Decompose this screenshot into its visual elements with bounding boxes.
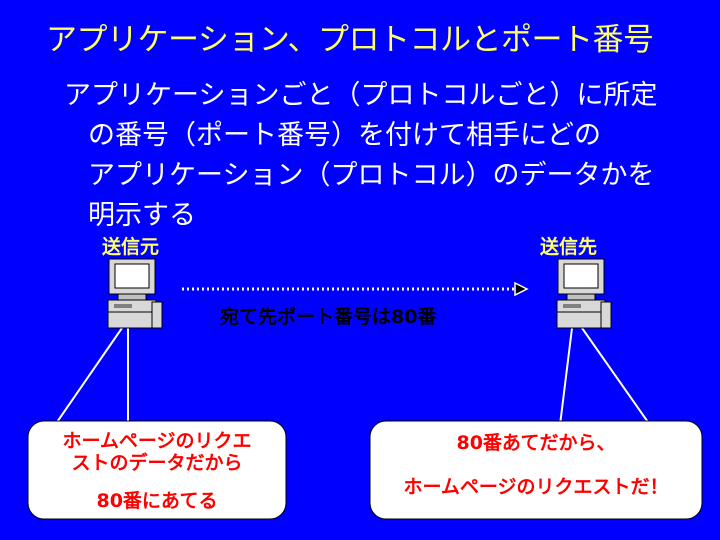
slide-title: アプリケーション、プロトコルとポート番号 bbox=[46, 22, 654, 58]
transfer-arrow-head bbox=[514, 281, 529, 297]
body-text: アプリケーションごと（プロトコルごと）に所定 の番号（ポート番号）を付けて相手に… bbox=[64, 76, 714, 236]
sender-computer-icon bbox=[107, 258, 163, 329]
left-bubble-line-1: ホームページのリクエ bbox=[62, 430, 252, 452]
left-bubble-text: ホームページのリクエ ストのデータだから 80番にあてる bbox=[28, 430, 286, 512]
right-callout-bubble bbox=[369, 420, 703, 520]
right-callout-line-a bbox=[559, 327, 573, 426]
body-line-1: アプリケーションごと（プロトコルごと）に所定 bbox=[64, 80, 658, 111]
body-line-2: の番号（ポート番号）を付けて相手にどの bbox=[88, 120, 601, 151]
sender-label: 送信元 bbox=[102, 236, 160, 258]
receiver-label: 送信先 bbox=[540, 236, 598, 258]
arrow-label: 宛て先ポート番号は80番 bbox=[220, 306, 437, 328]
right-bubble-text: 80番あてだから、 ホームページのリクエストだ！ bbox=[370, 432, 702, 498]
right-callout-line-b bbox=[581, 327, 651, 426]
right-bubble-line-2: ホームページのリクエストだ！ bbox=[403, 476, 669, 498]
left-bubble-line-3: 80番にあてる bbox=[96, 490, 218, 512]
left-bubble-line-2: ストのデータだから bbox=[71, 452, 243, 474]
body-line-3: アプリケーション（プロトコル）のデータかを bbox=[88, 160, 655, 191]
left-callout-bubble bbox=[27, 420, 287, 520]
left-callout-line-a bbox=[54, 327, 123, 426]
receiver-computer-icon bbox=[556, 258, 612, 329]
right-bubble-line-1: 80番あてだから、 bbox=[456, 432, 616, 454]
body-line-4: 明示する bbox=[88, 200, 196, 231]
